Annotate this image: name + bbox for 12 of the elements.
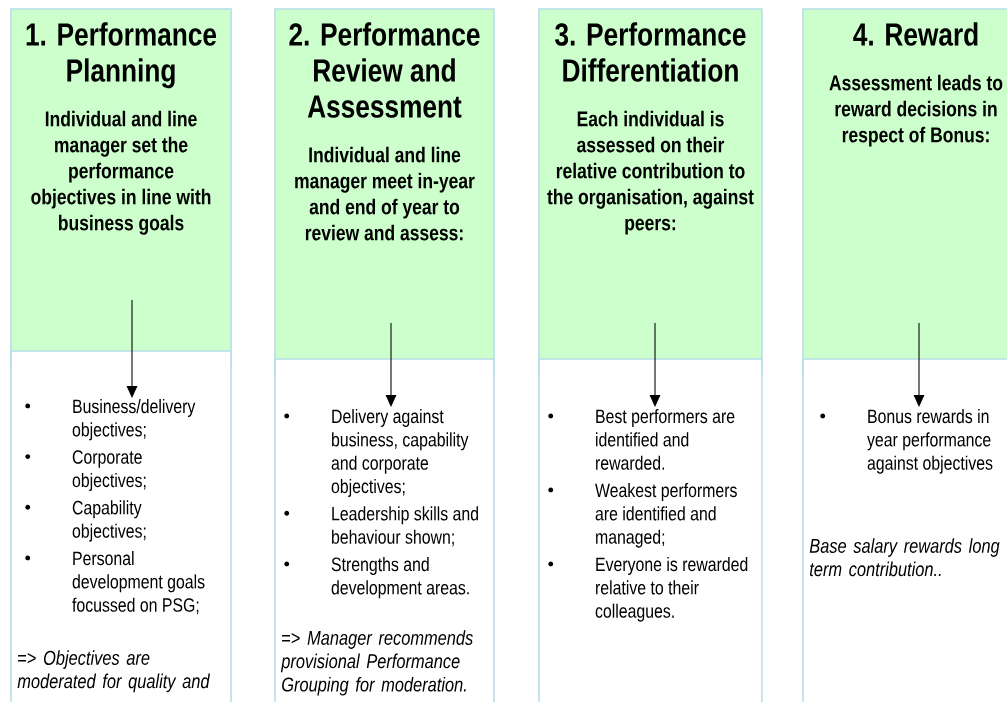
stage-box: 3. Performance Differentiation Each individual is assessed on their relative contribution to the organisation, against peers: [538, 8, 763, 376]
stage-box: 4. Reward Assessment leads to reward decisions in respect of Bonus: [802, 8, 1007, 376]
bullet-list-box: Best performers are identified and rewarded. Weakest performers are identified and managed; Everyone is rewarded relative to their colleagues. [538, 358, 763, 702]
arrow [126, 299, 138, 398]
note-text: => Manager recommends provisional Performance Grouping for moderation. [280, 630, 473, 696]
stage-box: 2. Performance Review and Assessment Individual and line manager meet in-year and end of year to review and assess: [274, 8, 495, 376]
arrow [649, 322, 661, 407]
note-text: => Objectives are moderated for quality and [17, 650, 210, 693]
arrow [385, 322, 397, 407]
arrow [913, 322, 925, 407]
stage-box: 1. Performance Planning Individual and line manager set the performance objectives in line with business goals [10, 8, 232, 368]
note-text: Base salary rewards long term contribution.. [809, 538, 1000, 577]
